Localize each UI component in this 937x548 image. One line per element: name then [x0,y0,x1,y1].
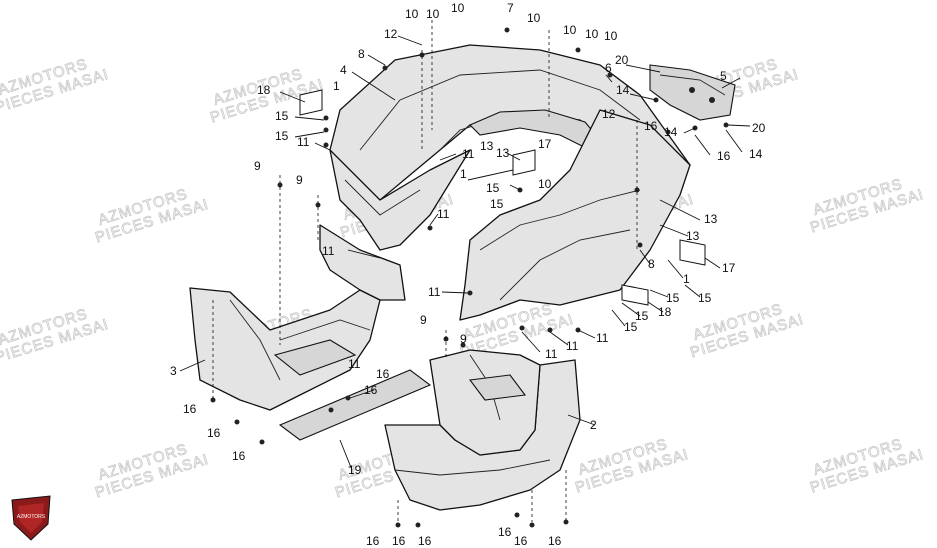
callout-label: 16 [548,534,562,548]
callout-label: 7 [507,1,514,15]
callout-label: 1 [460,167,467,181]
right-footwell-part-2 [384,349,581,511]
callout-label: 10 [585,27,599,41]
callout-label: 12 [602,107,616,121]
callout-label: 15 [275,109,289,123]
callout-label: 9 [254,159,261,173]
callout-label: 11 [545,347,558,361]
callout-label: 11 [566,339,579,353]
callout-labels: 10 10 10 7 10 12 10 10 10 8 4 6 20 5 18 … [170,1,766,548]
callout-label: 15 [490,197,504,211]
callout-label: 17 [538,137,552,151]
callout-label: 11 [297,135,310,149]
callout-label: 10 [426,7,440,21]
brand-logo: AZMOTORS [11,495,51,541]
callout-label: 20 [752,121,766,135]
rear-rack-bracket-part-5 [649,64,736,121]
callout-label: 11 [437,207,450,221]
callout-label: 15 [698,291,712,305]
callout-label: 9 [296,173,303,187]
callout-label: 16 [366,534,380,548]
logo-text: AZMOTORS [17,514,46,520]
rear-fender-left-section [329,149,471,251]
callout-label: 10 [527,11,541,25]
leader-lines [179,35,751,471]
callout-label: 13 [704,212,718,226]
callout-label: 16 [392,534,406,548]
callout-label: 16 [644,119,658,133]
callout-label: 15 [635,309,649,323]
callout-label: 11 [596,331,609,345]
callout-label: 12 [384,27,398,41]
reflector-plates [299,89,706,306]
mud-flap-part-19 [278,369,432,441]
callout-label: 5 [720,69,727,83]
fasteners [210,27,729,528]
callout-label: 16 [207,426,221,440]
callout-label: 9 [460,332,467,346]
callout-label: 11 [428,285,441,299]
callout-label: 10 [451,1,465,15]
callout-label: 13 [480,139,494,153]
callout-label: 10 [563,23,577,37]
callout-label: 16 [183,402,197,416]
callout-label: 8 [358,47,365,61]
callout-label: 14 [749,147,763,161]
callout-label: 16 [364,383,378,397]
callout-label: 16 [418,534,432,548]
callout-label: 8 [648,257,655,271]
callout-label: 13 [496,146,510,160]
callout-label: 6 [605,61,612,75]
callout-label: 16 [232,449,246,463]
callout-label: 3 [170,364,177,378]
rear-fender-right-section [459,109,691,321]
callout-label: 15 [486,181,500,195]
callout-label: 11 [348,357,361,371]
callout-label: 10 [405,7,419,21]
callout-label: 20 [615,53,629,67]
callout-label: 2 [590,418,597,432]
left-footwell-part-3 [189,224,406,411]
callout-label: 18 [658,305,672,319]
callout-label: 9 [420,313,427,327]
callout-label: 10 [604,29,618,43]
callout-label: 15 [666,291,680,305]
callout-label: 1 [683,272,690,286]
assembly-lines [212,20,638,522]
callout-label: 11 [462,147,475,161]
callout-label: 14 [664,125,678,139]
callout-label: 16 [376,367,390,381]
callout-label: 17 [722,261,736,275]
callout-label: 14 [616,83,630,97]
callout-label: 16 [498,525,512,539]
callout-label: 16 [717,149,731,163]
callout-label: 10 [538,177,552,191]
callout-label: 13 [686,229,700,243]
callout-label: 15 [624,320,638,334]
callout-label: 15 [275,129,289,143]
callout-label: 4 [340,63,347,77]
callout-label: 16 [514,534,528,548]
callout-label: 18 [257,83,271,97]
callout-label: 1 [333,79,340,93]
callout-label: 11 [322,244,335,258]
callout-label: 19 [348,463,362,477]
